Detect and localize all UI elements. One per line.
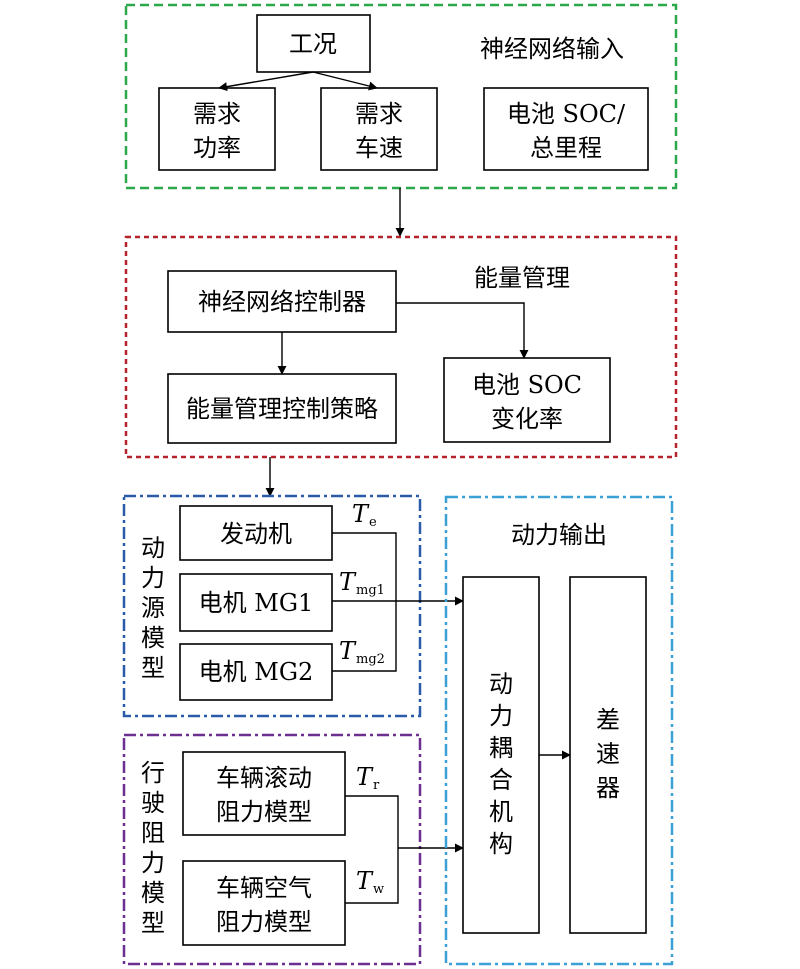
power-label-char: 力 (141, 564, 165, 592)
mg2-text: 电机 MG2 (199, 658, 314, 686)
input-group-frame (124, 3, 678, 190)
torque-mg2-label: Tmg2 (339, 637, 385, 667)
demand-power-box (158, 87, 276, 171)
rolling-line1: 车辆滚动 (216, 764, 312, 792)
energy-group-frame (124, 235, 678, 459)
power-group-frame (122, 494, 422, 718)
differential-text: 差 速 器 (596, 706, 620, 802)
energy-group-label: 能量管理 (474, 264, 570, 292)
coupling-box (462, 576, 540, 934)
resist-label-char: 驶 (141, 789, 165, 817)
rolling-torque-line (345, 795, 399, 848)
engine-torque-line (332, 532, 397, 601)
torque-w-label: Tw (356, 867, 384, 897)
condition-text: 工况 (289, 30, 337, 58)
strategy-text: 能量管理控制策略 (186, 395, 378, 423)
soc-rate-box (443, 357, 611, 443)
resist-label-char: 行 (141, 759, 165, 787)
strategy-box (167, 373, 397, 444)
coupling-char: 机 (489, 798, 513, 826)
coupling-char: 动 (489, 670, 513, 698)
air-torque-line (345, 848, 399, 904)
battery-line1: 电池 SOC/ (507, 100, 626, 128)
demand-speed-line2: 车速 (355, 134, 403, 162)
power-label-char: 模 (141, 624, 165, 652)
power-label-char: 型 (141, 654, 165, 682)
engine-text: 发动机 (220, 520, 292, 548)
resist-group-frame (122, 733, 422, 966)
soc-rate-line1: 电池 SOC (472, 371, 582, 399)
demand-speed-line1: 需求 (355, 100, 403, 128)
resist-label-char: 阻 (141, 819, 165, 847)
differential-char: 器 (596, 774, 620, 802)
power-group-label: 动 力 源 模 型 (141, 534, 165, 682)
differential-char: 速 (596, 740, 620, 768)
coupling-char: 力 (489, 702, 513, 730)
battery-box (483, 87, 649, 171)
mg1-box (179, 573, 333, 632)
input-group-label: 神经网络输入 (480, 35, 624, 63)
mg1-text: 电机 MG1 (199, 589, 314, 617)
demand-power-line1: 需求 (193, 100, 241, 128)
torque-e-label: Te (352, 500, 377, 530)
coupling-char: 耦 (489, 734, 513, 762)
air-line2: 阻力模型 (216, 908, 312, 936)
air-resistance-box (182, 860, 346, 946)
controller-to-soc-arrow (396, 302, 529, 359)
demand-power-line2: 功率 (193, 134, 241, 162)
resist-label-char: 模 (141, 879, 165, 907)
differential-char: 差 (596, 706, 620, 734)
rolling-line2: 阻力模型 (216, 798, 312, 826)
mg2-box (179, 643, 333, 701)
air-line1: 车辆空气 (216, 874, 312, 902)
torque-r-label: Tr (356, 763, 380, 793)
condition-to-power-arrow (218, 71, 314, 92)
battery-line2: 总里程 (530, 134, 602, 162)
condition-to-speed-arrow (312, 71, 378, 91)
output-group-label: 动力输出 (511, 521, 607, 549)
power-label-char: 源 (141, 594, 165, 622)
coupling-char: 构 (489, 830, 513, 858)
coupling-text: 动 力 耦 合 机 构 (489, 670, 513, 858)
mg2-torque-line (332, 601, 397, 672)
torque-mg1-label: Tmg1 (339, 568, 385, 598)
demand-speed-box (320, 87, 438, 171)
differential-box (569, 576, 647, 934)
resist-label-char: 型 (141, 909, 165, 937)
power-label-char: 动 (141, 534, 165, 562)
rolling-resistance-box (182, 751, 346, 836)
controller-text: 神经网络控制器 (198, 288, 366, 316)
resist-group-label: 行 驶 阻 力 模 型 (141, 759, 165, 937)
soc-rate-line2: 变化率 (491, 405, 563, 433)
resist-label-char: 力 (141, 849, 165, 877)
engine-box (179, 505, 333, 561)
coupling-char: 合 (489, 766, 513, 794)
output-group-frame (444, 495, 674, 966)
